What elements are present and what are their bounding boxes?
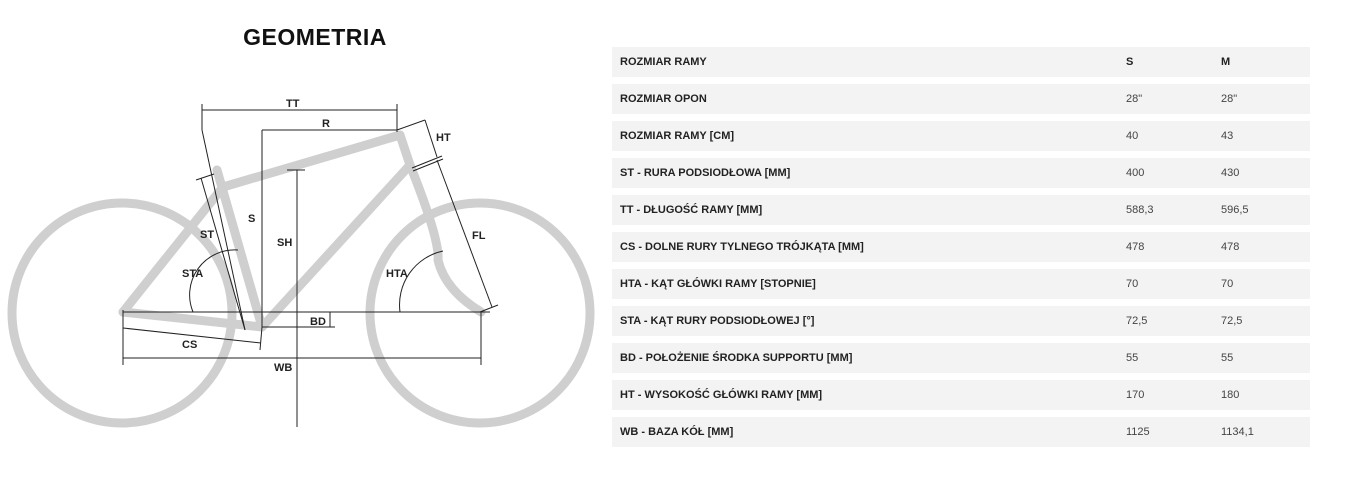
row-label: ROZMIAR RAMY [CM] xyxy=(620,130,735,142)
table-row: WB - BAZA KÓŁ [MM] 1125 1134,1 xyxy=(612,417,1310,447)
table-header-row: ROZMIAR RAMY S M xyxy=(612,47,1310,77)
bike-geometry-diagram: TT R HT S SH ST FL STA HTA BD CS WB xyxy=(7,98,595,428)
value-s: 400 xyxy=(1126,167,1145,179)
value-s: 28" xyxy=(1126,93,1143,105)
header-size-m: M xyxy=(1221,56,1231,68)
value-m: 43 xyxy=(1221,130,1234,142)
value-m: 596,5 xyxy=(1221,204,1249,216)
rear-wheel xyxy=(7,198,237,428)
value-m: 180 xyxy=(1221,389,1240,401)
dimension-lines xyxy=(122,104,499,427)
value-s: 170 xyxy=(1126,389,1145,401)
value-m: 430 xyxy=(1221,167,1240,179)
value-m: 72,5 xyxy=(1221,315,1243,327)
value-s: 70 xyxy=(1126,278,1139,290)
row-label: HTA - KĄT GŁÓWKI RAMY [STOPNIE] xyxy=(620,278,816,290)
value-m: 70 xyxy=(1221,278,1234,290)
row-label: HT - WYSOKOŚĆ GŁÓWKI RAMY [MM] xyxy=(620,389,823,401)
page-title: GEOMETRIA xyxy=(243,24,387,50)
table-row: ROZMIAR OPON 28" 28" xyxy=(612,84,1310,114)
label-cs: CS xyxy=(182,339,197,351)
head-tube xyxy=(395,130,415,170)
label-sh: SH xyxy=(277,237,292,249)
label-wb: WB xyxy=(274,362,292,374)
value-m: 55 xyxy=(1221,352,1234,364)
label-s: S xyxy=(248,213,255,225)
header-label: ROZMIAR RAMY xyxy=(620,56,707,68)
bike-frame xyxy=(7,130,595,428)
value-s: 55 xyxy=(1126,352,1139,364)
value-s: 588,3 xyxy=(1126,204,1154,216)
row-label: STA - KĄT RURY PODSIODŁOWEJ [°] xyxy=(620,315,815,327)
label-st: ST xyxy=(200,229,214,241)
table-row: HTA - KĄT GŁÓWKI RAMY [STOPNIE] 70 70 xyxy=(612,269,1310,299)
label-fl: FL xyxy=(472,230,486,242)
value-s: 72,5 xyxy=(1126,315,1148,327)
table-row: TT - DŁUGOŚĆ RAMY [MM] 588,3 596,5 xyxy=(612,195,1310,225)
seat-tube xyxy=(212,165,267,332)
value-m: 478 xyxy=(1221,241,1240,253)
label-hta: HTA xyxy=(386,268,408,280)
chain-stay xyxy=(118,307,267,332)
header-size-s: S xyxy=(1126,56,1134,68)
table-row: STA - KĄT RURY PODSIODŁOWEJ [°] 72,5 72,5 xyxy=(612,306,1310,336)
table-row: CS - DOLNE RURY TYLNEGO TRÓJKĄTA [MM] 478… xyxy=(612,232,1310,262)
fork xyxy=(405,160,486,317)
row-label: ST - RURA PODSIODŁOWA [MM] xyxy=(620,167,791,179)
down-tube xyxy=(257,160,415,332)
table-row: HT - WYSOKOŚĆ GŁÓWKI RAMY [MM] 170 180 xyxy=(612,380,1310,410)
label-ht: HT xyxy=(436,132,451,144)
label-tt: TT xyxy=(286,98,300,110)
label-sta: STA xyxy=(182,268,203,280)
label-r: R xyxy=(322,118,330,130)
table-row: BD - POŁOŻENIE ŚRODKA SUPPORTU [MM] 55 55 xyxy=(612,343,1310,373)
value-s: 40 xyxy=(1126,130,1139,142)
row-label: ROZMIAR OPON xyxy=(620,93,707,105)
value-m: 28" xyxy=(1221,93,1238,105)
label-bd: BD xyxy=(310,316,326,328)
table-row: ROZMIAR RAMY [CM] 40 43 xyxy=(612,121,1310,151)
value-m: 1134,1 xyxy=(1221,426,1254,438)
table-row: ST - RURA PODSIODŁOWA [MM] 400 430 xyxy=(612,158,1310,188)
row-label: WB - BAZA KÓŁ [MM] xyxy=(620,426,734,438)
value-s: 478 xyxy=(1126,241,1145,253)
row-label: BD - POŁOŻENIE ŚRODKA SUPPORTU [MM] xyxy=(620,352,853,364)
value-s: 1125 xyxy=(1126,426,1150,438)
row-label: CS - DOLNE RURY TYLNEGO TRÓJKĄTA [MM] xyxy=(620,241,864,253)
row-label: TT - DŁUGOŚĆ RAMY [MM] xyxy=(620,204,763,216)
front-wheel xyxy=(365,198,595,428)
